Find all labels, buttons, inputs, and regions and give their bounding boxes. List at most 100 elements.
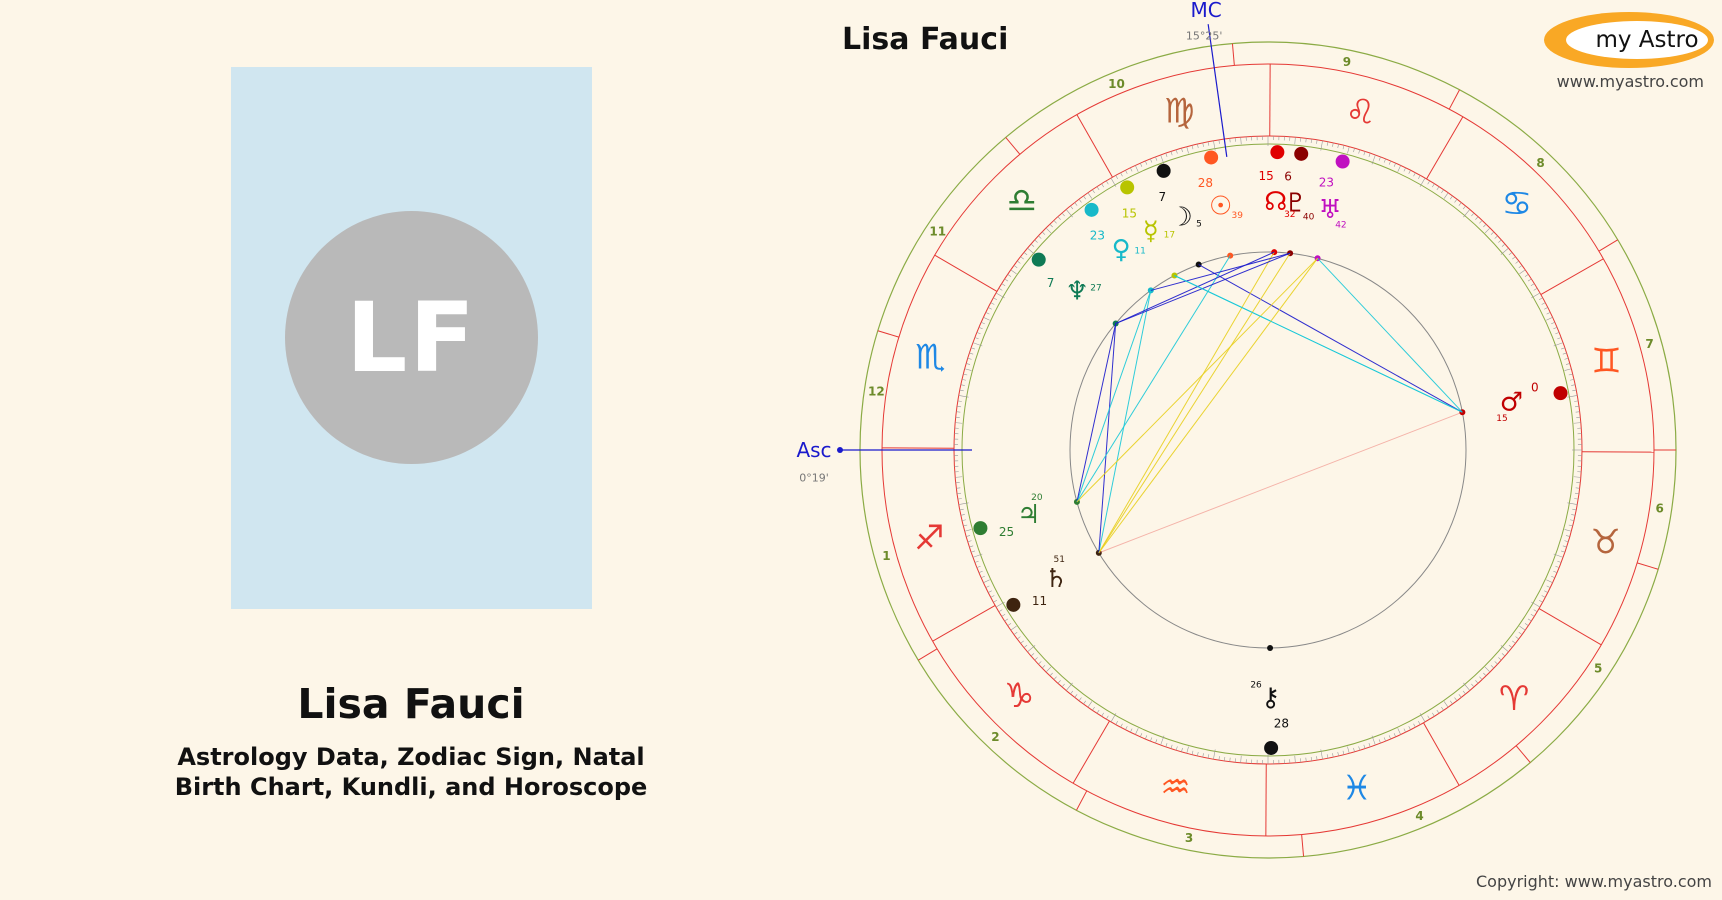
avatar: LF (285, 211, 538, 464)
degree-tick (1363, 151, 1366, 156)
degree-tick (1316, 756, 1318, 761)
degree-tick (1551, 322, 1555, 325)
leo-sign-glyph: ♌ (1345, 92, 1375, 132)
degree-tick (1572, 508, 1577, 511)
degree-tick (1240, 755, 1242, 763)
degree-tick (1475, 216, 1479, 220)
degree-tick (1101, 712, 1104, 717)
degree-tick (1207, 754, 1210, 759)
degree-tick (1045, 666, 1052, 673)
degree-tick (1053, 220, 1057, 224)
degree-tick (1186, 746, 1189, 754)
degree-tick (988, 307, 992, 310)
degree-tick (1218, 139, 1220, 144)
degree-tick (1007, 274, 1012, 277)
node-position-dot (1270, 145, 1285, 160)
degree-tick (963, 524, 968, 527)
degree-tick (1213, 749, 1216, 760)
degree-tick (1518, 631, 1523, 635)
degree-tick (1538, 297, 1543, 300)
degree-tick (1527, 278, 1532, 282)
degree-tick (1458, 202, 1462, 206)
site-url[interactable]: www.myastro.com (1556, 72, 1704, 91)
degree-tick (1393, 163, 1396, 167)
degree-tick (1454, 697, 1458, 701)
degree-tick (1106, 180, 1109, 185)
degree-tick (1049, 672, 1053, 677)
degree-tick (1186, 146, 1189, 154)
degree-tick (1023, 644, 1028, 648)
sign-divider (1423, 722, 1460, 786)
avatar-initials: LF (346, 281, 477, 394)
degree-tick (1494, 235, 1498, 239)
degree-tick (1508, 644, 1513, 648)
degree-tick (1568, 524, 1573, 527)
degree-tick (1368, 743, 1371, 747)
degree-tick (1065, 682, 1073, 691)
degree-tick (1087, 192, 1093, 199)
degree-tick (1471, 683, 1475, 688)
house-number: 9 (1343, 55, 1351, 69)
degree-tick (1515, 636, 1519, 640)
aspect-line-square (1115, 251, 1275, 324)
degree-tick (1030, 243, 1035, 247)
degree-tick (1541, 302, 1546, 305)
pisces-sign-glyph: ♓ (1341, 769, 1371, 809)
degree-tick (981, 575, 985, 578)
degree-tick (1120, 723, 1123, 728)
degree-tick (1555, 565, 1560, 568)
myastro-logo[interactable]: my Astro (1544, 12, 1714, 68)
degree-tick (1418, 720, 1421, 725)
degree-tick (1358, 149, 1361, 154)
degree-tick (969, 352, 974, 355)
degree-tick (1017, 636, 1021, 640)
degree-tick (1106, 715, 1109, 720)
degree-tick (1320, 140, 1323, 151)
asc-degree: 0°19' (799, 472, 829, 485)
degree-tick (1347, 746, 1350, 754)
degree-tick (1508, 252, 1513, 256)
sign-divider (932, 605, 996, 642)
degree-tick (1053, 676, 1057, 680)
neptune-minutes: 27 (1090, 283, 1101, 293)
degree-tick (1083, 700, 1087, 705)
venus-position-dot (1084, 202, 1099, 217)
degree-tick (1049, 223, 1053, 228)
degree-tick (1120, 172, 1123, 177)
degree-tick (983, 317, 990, 321)
degree-tick (1413, 172, 1416, 177)
gemini-sign-glyph: ♊ (1591, 341, 1621, 381)
jupiter-position-dot (973, 521, 988, 536)
degree-tick (1569, 379, 1575, 381)
degree-tick (964, 529, 972, 532)
profile-photo-placeholder: LF (231, 67, 592, 609)
moon-minutes: 5 (1196, 219, 1202, 229)
cancer-sign-glyph: ♋ (1502, 184, 1532, 224)
degree-tick (1371, 154, 1376, 165)
logo-text: my Astro (1566, 21, 1708, 59)
degree-tick (1546, 585, 1551, 588)
degree-tick (1027, 247, 1036, 255)
degree-tick (1181, 148, 1183, 153)
degree-tick (967, 540, 972, 543)
degree-tick (1038, 235, 1042, 239)
moon-position-dot (1156, 163, 1171, 178)
person-name: Lisa Fauci (297, 680, 525, 728)
neptune-position-dot (1031, 252, 1046, 267)
degree-tick (1571, 514, 1576, 516)
degree-tick (1546, 579, 1553, 583)
degree-tick (1130, 728, 1133, 733)
degree-tick (1544, 307, 1548, 310)
degree-tick (1332, 142, 1334, 147)
degree-tick (1571, 384, 1576, 386)
uranus-degree: 23 (1319, 175, 1334, 189)
degree-tick (1078, 199, 1082, 203)
sign-divider (1426, 116, 1464, 180)
degree-tick (971, 550, 975, 553)
jupiter-degree: 25 (999, 525, 1014, 539)
degree-tick (1512, 640, 1516, 644)
degree-tick (957, 400, 962, 402)
degree-tick (1368, 153, 1371, 157)
degree-tick (1443, 192, 1449, 199)
degree-tick (969, 545, 974, 548)
